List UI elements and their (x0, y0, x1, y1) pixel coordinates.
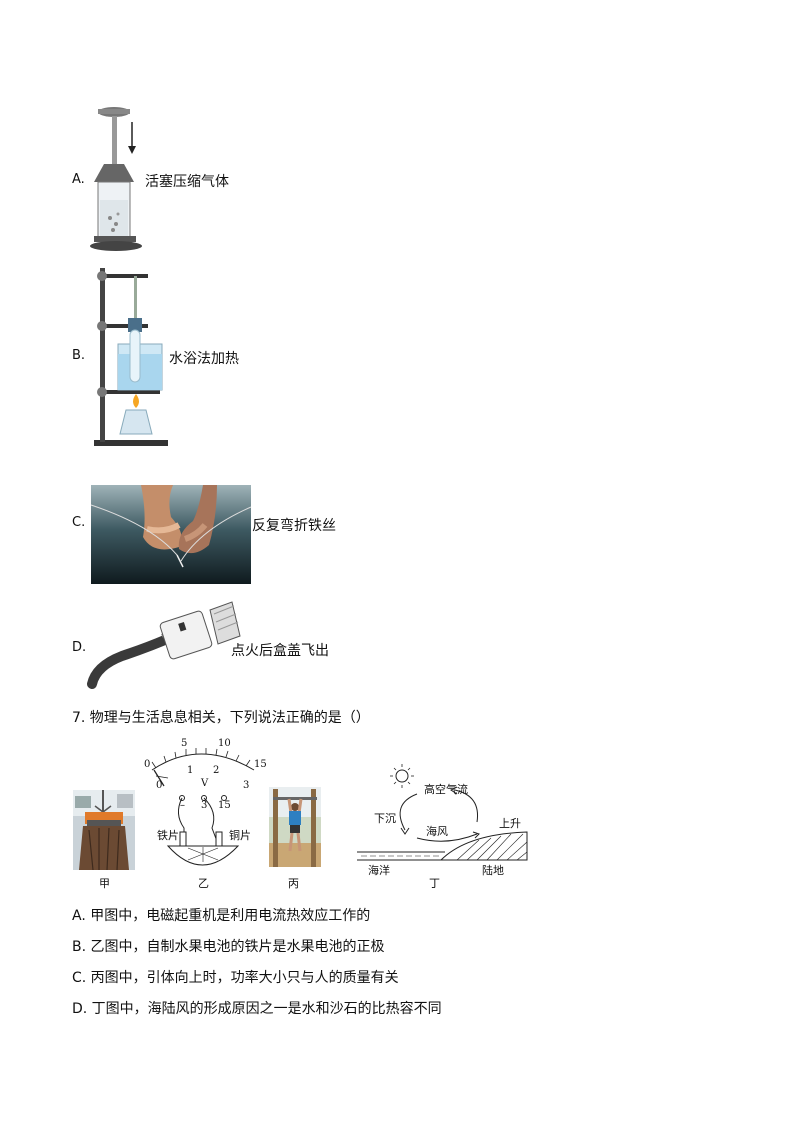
ignition-lid-flying-figure (87, 601, 241, 689)
piston-compressing-gas-figure (90, 107, 142, 251)
terminal-3: 3 (201, 800, 208, 811)
option-d-letter: D. (72, 640, 87, 655)
fruit-battery-voltmeter-diagram (151, 748, 255, 866)
terminal-15: 15 (218, 800, 231, 811)
figure-label-ding: 丁 (429, 877, 440, 890)
choice-a: A. 甲图中，电磁起重机是利用电流热效应工作的 (72, 908, 371, 924)
figure-label-bing: 丙 (288, 877, 299, 890)
sea-breeze-diagram (357, 764, 528, 861)
scale-top-10: 10 (218, 738, 231, 749)
figure-label-jia: 甲 (99, 877, 110, 890)
option-b-letter: B. (72, 348, 86, 363)
iron-plate-label: 铁片 (157, 829, 179, 842)
option-b-caption: 水浴法加热 (169, 351, 239, 367)
scale-bottom-0: 0 (144, 759, 151, 770)
option-c-letter: C. (72, 515, 86, 530)
copper-plate-label: 铜片 (229, 829, 251, 842)
water-bath-heating-figure (94, 268, 168, 446)
scale-bottom-1: 1 (187, 765, 194, 776)
scale-top-5: 5 (181, 738, 188, 749)
terminal-negative: – (180, 800, 185, 811)
electromagnetic-crane-photo (73, 790, 135, 871)
option-a-letter: A. (72, 172, 85, 187)
voltmeter-unit: V (201, 778, 209, 789)
bending-wire-figure (90, 485, 252, 584)
rising-label: 上升 (499, 817, 521, 830)
scale-top-0: 0 (156, 780, 163, 791)
option-c-caption: 反复弯折铁丝 (252, 518, 336, 534)
choice-b: B. 乙图中，自制水果电池的铁片是水果电池的正极 (72, 939, 385, 955)
scale-bottom-3: 3 (243, 780, 250, 791)
option-d-caption: 点火后盒盖飞出 (231, 643, 329, 659)
scale-bottom-2: 2 (213, 765, 220, 776)
scale-top-15: 15 (254, 759, 267, 770)
sinking-label: 下沉 (374, 812, 396, 825)
figure-label-yi: 乙 (198, 877, 209, 890)
pull-up-photo (269, 787, 321, 867)
high-air-flow-label: 高空气流 (424, 783, 468, 796)
ocean-label: 海洋 (368, 864, 390, 877)
choice-d: D. 丁图中，海陆风的形成原因之一是水和沙石的比热容不同 (72, 1001, 442, 1017)
land-label: 陆地 (482, 864, 504, 877)
sea-wind-label: 海风 (426, 825, 448, 838)
question-7-stem: 7. 物理与生活息息相关，下列说法正确的是（） (72, 710, 370, 726)
option-a-caption: 活塞压缩气体 (145, 174, 229, 190)
choice-c: C. 丙图中，引体向上时，功率大小只与人的质量有关 (72, 970, 399, 986)
